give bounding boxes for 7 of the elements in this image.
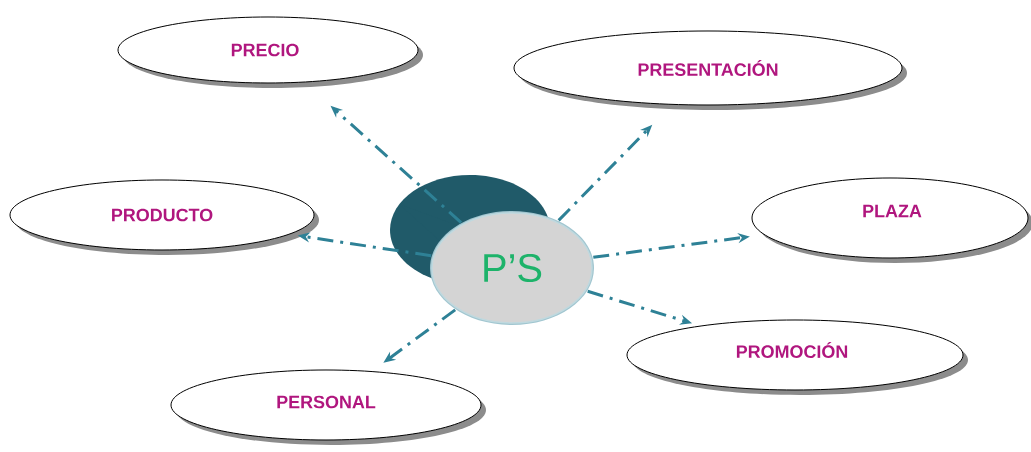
ellipse-node: PERSONAL xyxy=(170,369,486,445)
ellipse-node: PRODUCTO xyxy=(9,179,319,255)
ellipse-node: PRECIO xyxy=(117,16,423,88)
cylinder-node: P’S xyxy=(390,175,594,325)
ellipse-node: PRESENTACIÓN xyxy=(513,30,907,110)
ellipse-node: PROMOCIÓN xyxy=(626,319,968,395)
ellipse-node: PLAZA xyxy=(751,177,1031,263)
